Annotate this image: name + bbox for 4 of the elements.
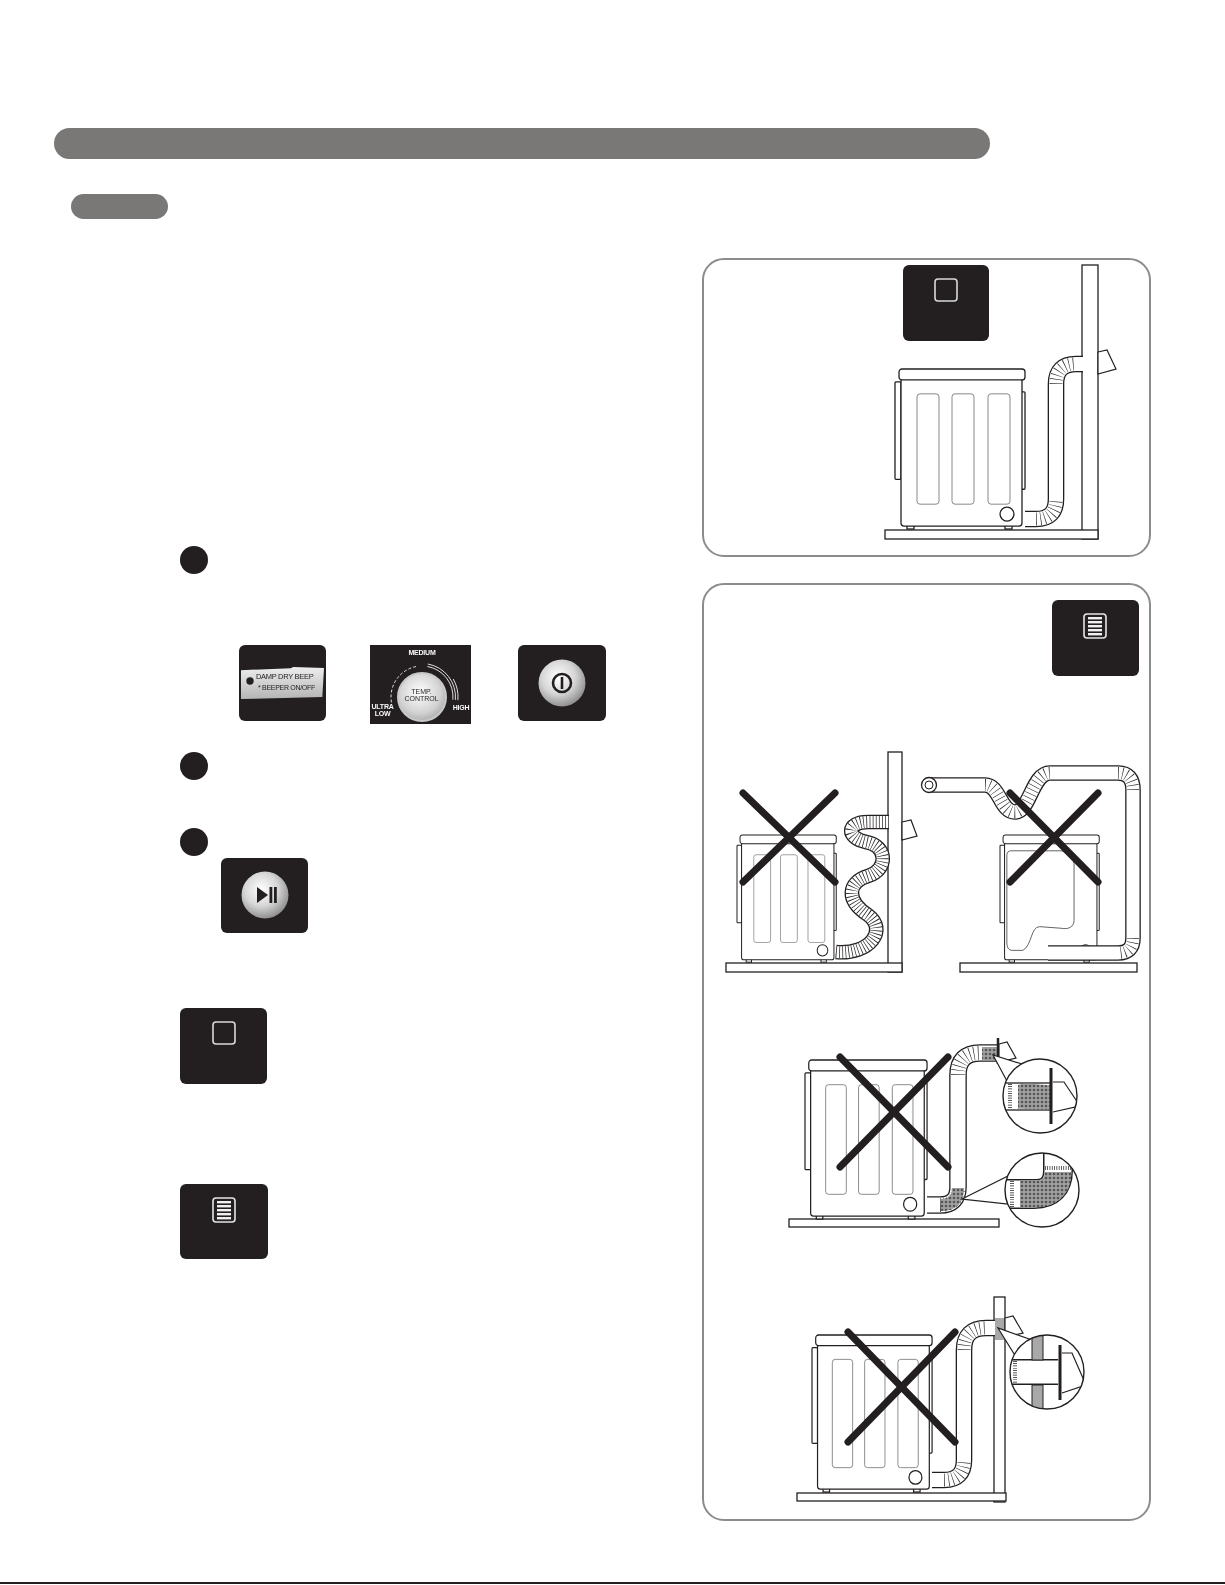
label-plate [241, 667, 324, 699]
section-tab [71, 194, 168, 219]
temp-control-knob [397, 672, 447, 722]
title-bar [54, 128, 990, 159]
